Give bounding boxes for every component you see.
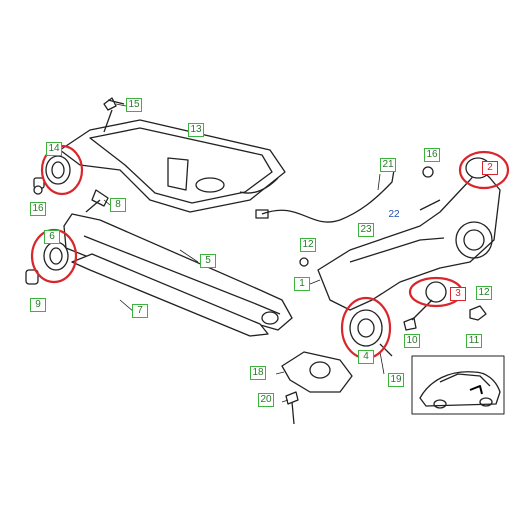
callout-13: 13 <box>188 123 204 137</box>
callout-8: 8 <box>110 198 126 212</box>
small-bushing-9 <box>25 269 39 285</box>
bolt-15 <box>103 97 125 133</box>
bolt-8 <box>85 189 109 213</box>
nut-16-left <box>33 185 43 195</box>
callout-7: 7 <box>132 304 148 318</box>
bolt-20 <box>285 391 299 425</box>
callout-23: 23 <box>358 223 374 237</box>
nut-16-right <box>422 166 434 178</box>
callout-16-left: 16 <box>30 202 46 216</box>
leader-lines <box>103 103 385 403</box>
bushing-6 <box>43 241 69 271</box>
nut-11 <box>469 305 487 321</box>
callout-20: 20 <box>258 393 274 407</box>
callout-19: 19 <box>388 373 404 387</box>
callout-18: 18 <box>250 366 266 380</box>
callout-12-left: 12 <box>300 238 316 252</box>
bushing-3 <box>425 281 447 303</box>
callout-4: 4 <box>358 350 374 364</box>
bushing-14 <box>33 155 71 189</box>
callout-21: 21 <box>380 158 396 172</box>
callout-5: 5 <box>200 254 216 268</box>
nut-12-left <box>299 257 309 267</box>
highlight-ring-2 <box>458 150 510 190</box>
bolt-10 <box>403 299 433 331</box>
callout-11: 11 <box>466 334 482 348</box>
guard-plate-7 <box>71 253 269 337</box>
callout-1: 1 <box>294 277 310 291</box>
callout-9: 9 <box>30 298 46 312</box>
callout-22: 22 <box>386 208 402 222</box>
callout-3: 3 <box>450 287 466 301</box>
upper-control-arm <box>59 119 286 213</box>
bushing-4 <box>349 309 393 357</box>
callout-14: 14 <box>46 142 62 156</box>
callout-10: 10 <box>404 334 420 348</box>
mount-bracket-18 <box>281 351 353 393</box>
callout-15: 15 <box>126 98 142 112</box>
callout-16-right: 16 <box>424 148 440 162</box>
sensor-cable-21 <box>255 169 395 223</box>
wheel-carrier-arm-1 <box>317 167 501 311</box>
callout-6: 6 <box>44 230 60 244</box>
highlight-ring-14 <box>40 144 84 196</box>
inset-vehicle-sketch <box>411 355 505 415</box>
callout-12-right: 12 <box>476 286 492 300</box>
callout-2: 2 <box>482 161 498 175</box>
trailing-arm-5 <box>63 213 293 331</box>
